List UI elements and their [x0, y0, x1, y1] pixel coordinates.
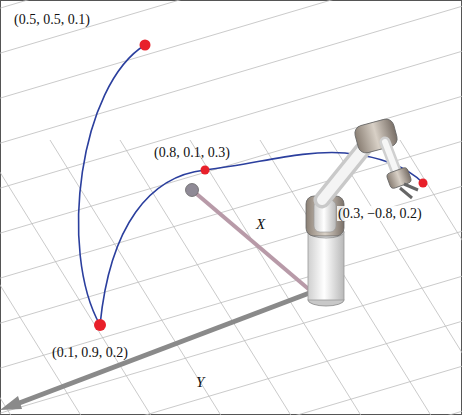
grid-line [0, 0, 462, 155]
grid-line [0, 0, 462, 110]
trajectory [79, 45, 145, 325]
grid-line [120, 140, 300, 415]
grid-line [0, 265, 462, 415]
grid-line [0, 140, 90, 415]
grid-line [330, 140, 462, 415]
grid-line [0, 140, 20, 415]
grid-line [0, 175, 462, 335]
grid-line [0, 40, 462, 200]
waypoint [201, 166, 210, 175]
axis-label: X [256, 216, 265, 233]
coordinate-label: (0.8, 0.1, 0.3) [154, 145, 230, 160]
grid-line [0, 140, 160, 415]
grid-line [50, 140, 230, 415]
waypoint [94, 319, 106, 331]
grid-line [0, 0, 462, 65]
grid-line [0, 130, 462, 290]
grid-line [0, 400, 462, 415]
grid-line [260, 140, 440, 415]
coordinate-label: (0.3, −0.8, 0.2) [337, 206, 423, 221]
waypoint [140, 40, 151, 51]
y-axis [14, 292, 312, 405]
y-axis-head [0, 396, 22, 410]
grid-line [0, 310, 462, 415]
waypoint [419, 179, 428, 188]
trajectory [100, 153, 423, 325]
coordinate-label: (0.1, 0.9, 0.2) [52, 345, 128, 360]
x-axis [192, 190, 312, 292]
axis-label: Y [196, 374, 204, 391]
axis-ball [186, 184, 199, 197]
coordinate-label: (0.5, 0.5, 0.1) [14, 12, 90, 27]
grid-line [0, 220, 462, 380]
